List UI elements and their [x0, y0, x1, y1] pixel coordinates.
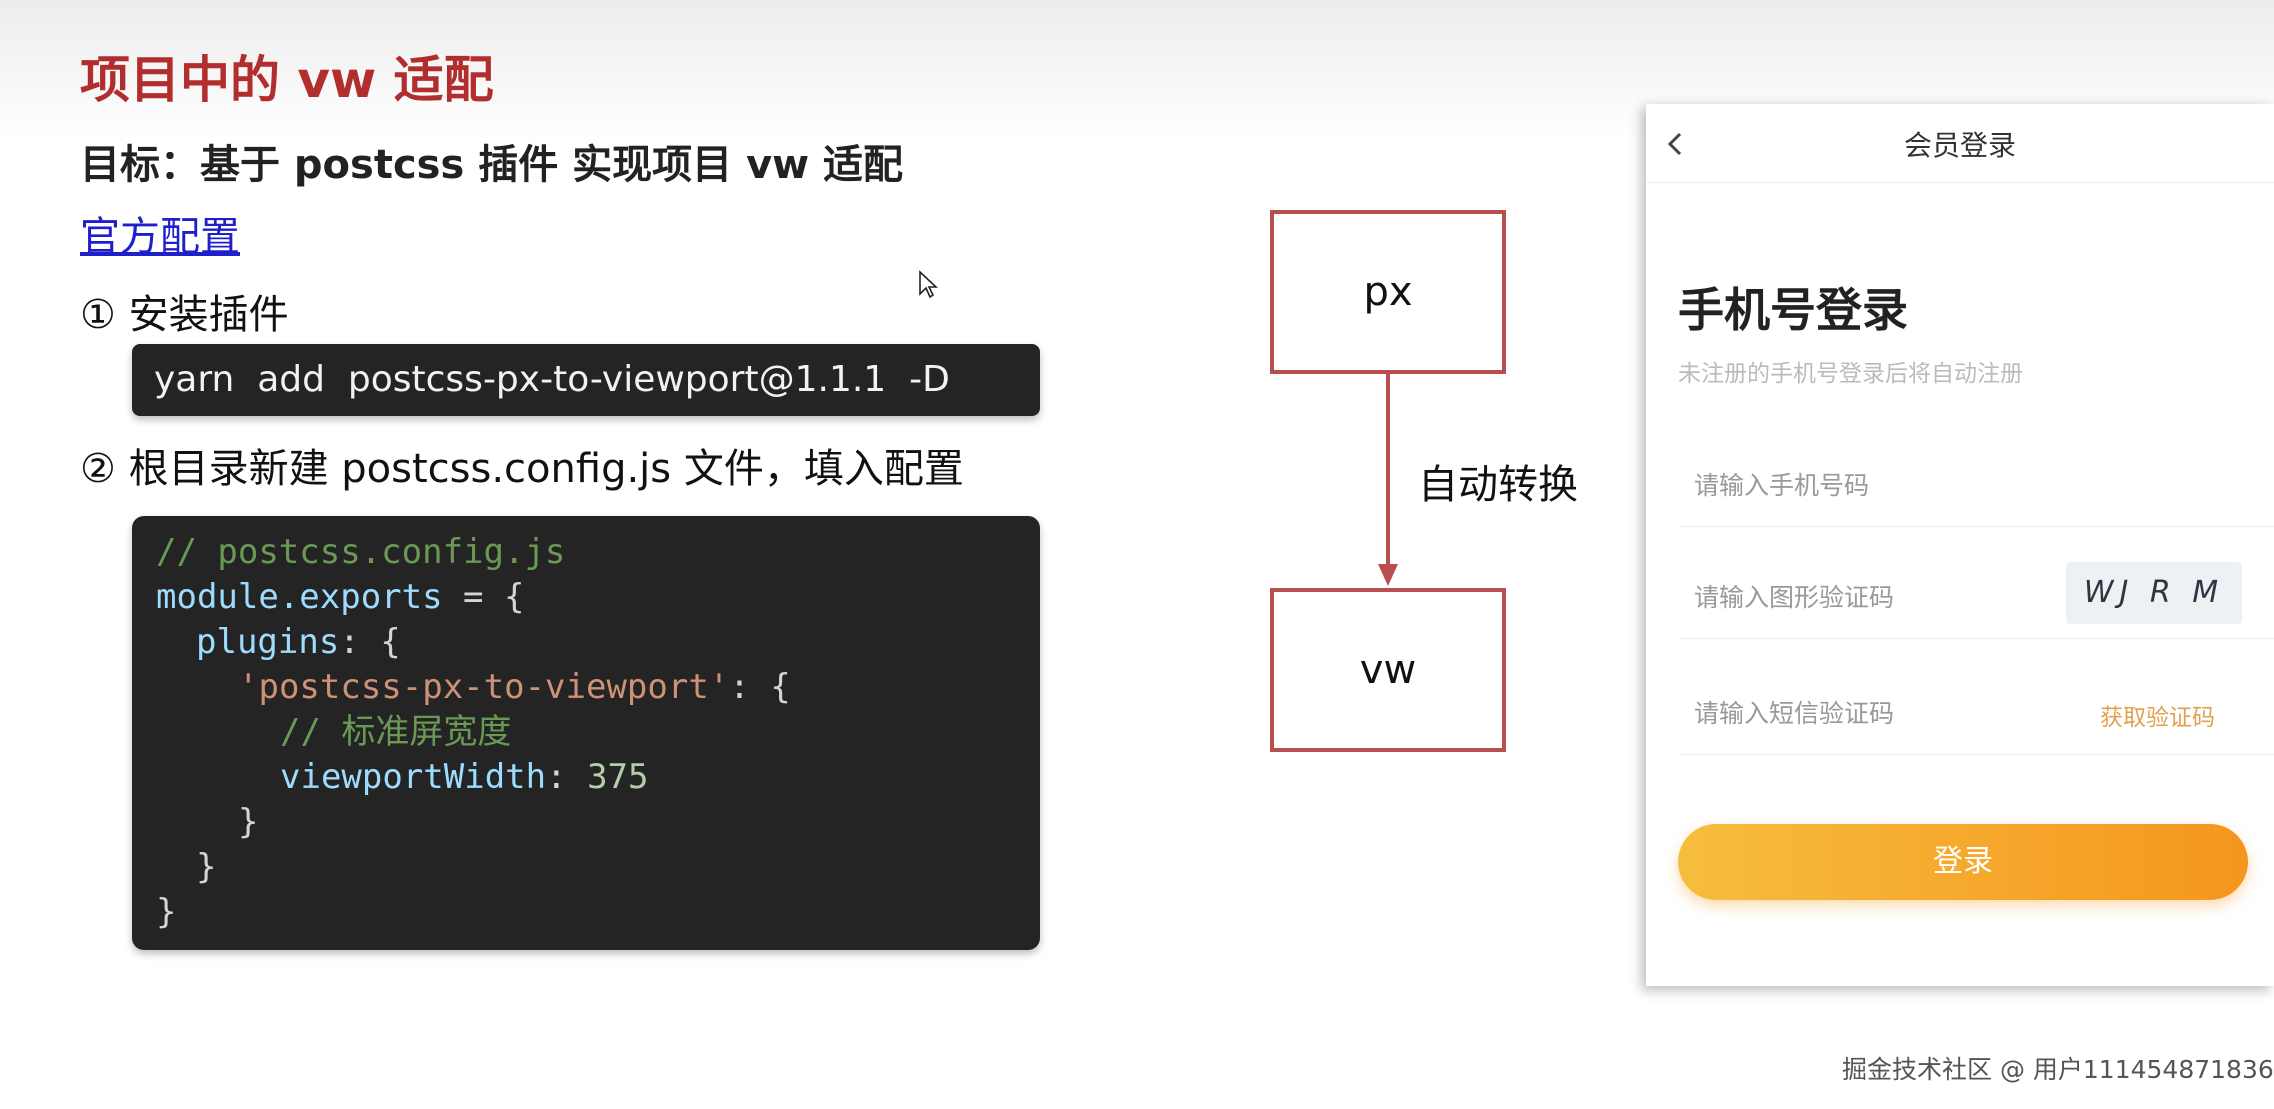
- code-line: // 标准屏宽度: [156, 710, 1016, 755]
- code-token: plugins: [196, 622, 340, 662]
- login-button[interactable]: 登录: [1678, 824, 2248, 900]
- phone-login-screenshot: 会员登录 手机号登录 未注册的手机号登录后将自动注册 请输入手机号码 请输入图形…: [1646, 104, 2274, 986]
- code-line: }: [156, 890, 1016, 935]
- code-token: viewportWidth: [280, 757, 547, 797]
- code-block: // postcss.config.js module.exports = { …: [132, 516, 1040, 950]
- divider: [1678, 754, 2274, 755]
- px-box: px: [1270, 210, 1506, 374]
- step-install: ① 安装插件: [80, 292, 289, 338]
- code-comment: // 标准屏宽度: [280, 712, 512, 752]
- code-token: : {: [339, 622, 401, 662]
- captcha-text: WJ R M: [2083, 575, 2225, 610]
- phone-login-heading: 手机号登录: [1678, 283, 1908, 337]
- chevron-left-icon[interactable]: [1660, 126, 1690, 162]
- divider: [1646, 182, 2274, 183]
- code-line: 'postcss-px-to-viewport': {: [156, 665, 1016, 710]
- code-line: }: [156, 845, 1016, 890]
- code-token: = {: [442, 577, 525, 617]
- captcha-input[interactable]: 请输入图形验证码: [1694, 583, 1895, 612]
- arrow-label: 自动转换: [1418, 462, 1578, 508]
- code-token: 'postcss-px-to-viewport': [238, 667, 730, 707]
- slide-goal: 目标：基于 postcss 插件 实现项目 vw 适配: [80, 142, 904, 188]
- code-token: 375: [587, 757, 649, 797]
- sms-code-input[interactable]: 请输入短信验证码: [1694, 699, 1895, 728]
- code-line: module.exports = {: [156, 575, 1016, 620]
- code-token: : {: [729, 667, 791, 707]
- captcha-image[interactable]: WJ R M: [2066, 562, 2242, 624]
- official-config-link[interactable]: 官方配置: [80, 214, 240, 260]
- code-comment: // postcss.config.js: [156, 532, 566, 572]
- phone-login-subtitle: 未注册的手机号登录后将自动注册: [1678, 361, 2023, 387]
- code-token: }: [156, 892, 177, 932]
- code-token: }: [196, 847, 217, 887]
- code-token: }: [238, 802, 259, 842]
- install-command: yarn add postcss-px-to-viewport@1.1.1 -D: [132, 344, 1040, 416]
- get-code-button[interactable]: 获取验证码: [2100, 705, 2215, 731]
- code-token: :: [546, 757, 588, 797]
- code-line: // postcss.config.js: [156, 530, 1016, 575]
- code-line: plugins: {: [156, 620, 1016, 665]
- down-arrow-icon: [1378, 374, 1398, 586]
- mouse-cursor-icon: [919, 270, 938, 299]
- slide-title: 项目中的 vw 适配: [80, 51, 494, 109]
- code-line: }: [156, 800, 1016, 845]
- vw-box: vw: [1270, 588, 1506, 752]
- phone-header-title: 会员登录: [1903, 129, 2016, 162]
- code-token: module.exports: [156, 577, 443, 617]
- divider: [1678, 526, 2274, 527]
- step-config: ② 根目录新建 postcss.config.js 文件，填入配置: [80, 446, 964, 492]
- watermark: 掘金技术社区 @ 用户111454871836: [1842, 1055, 2274, 1084]
- divider: [1678, 638, 2274, 639]
- phone-number-input[interactable]: 请输入手机号码: [1694, 471, 1870, 500]
- code-line: viewportWidth: 375: [156, 755, 1016, 800]
